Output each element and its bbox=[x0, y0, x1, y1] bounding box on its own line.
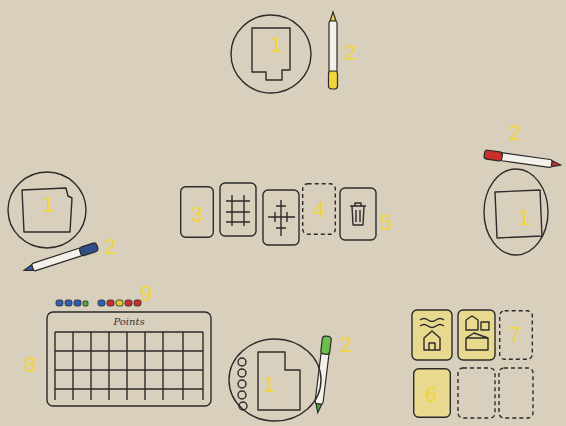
card bbox=[340, 188, 376, 240]
board-heading: Points bbox=[47, 316, 211, 328]
callout-number: 1 bbox=[263, 374, 275, 396]
card-slot: 7 bbox=[499, 310, 533, 360]
card-pattern bbox=[268, 200, 295, 236]
card-deck: 3 bbox=[180, 186, 214, 238]
marker-pen bbox=[23, 242, 99, 274]
callout-number: 2 bbox=[104, 236, 116, 258]
player-board-outline bbox=[22, 188, 72, 232]
callout-number: 3 bbox=[191, 204, 203, 226]
callout-number: 4 bbox=[313, 199, 325, 221]
player-area: 1 bbox=[228, 338, 322, 422]
card-deck: 6 bbox=[413, 368, 451, 418]
house-icon bbox=[420, 319, 444, 351]
card-pattern bbox=[226, 195, 250, 226]
player-area: 1 bbox=[230, 14, 312, 94]
callout-number: 2 bbox=[340, 334, 352, 356]
callout-number: 5 bbox=[380, 212, 392, 234]
player-dots bbox=[238, 358, 247, 410]
trash-icon bbox=[350, 203, 366, 225]
player-board-outline bbox=[495, 190, 542, 238]
callout-number: 2 bbox=[509, 122, 521, 144]
callout-number: 1 bbox=[270, 34, 282, 56]
player-board-outline bbox=[252, 28, 290, 80]
score-board bbox=[47, 312, 211, 406]
score-board-title: Points bbox=[47, 312, 211, 334]
card bbox=[220, 183, 256, 236]
player-board-outline bbox=[258, 352, 300, 410]
card bbox=[412, 310, 452, 360]
player-circle bbox=[483, 168, 549, 256]
player-area: 1 bbox=[483, 168, 549, 256]
callout-number: 1 bbox=[42, 194, 54, 216]
callout-number: 1 bbox=[518, 207, 530, 229]
empty-slot bbox=[458, 368, 495, 418]
card bbox=[458, 310, 495, 360]
empty-slot bbox=[499, 368, 533, 418]
card-slot: 4 bbox=[302, 183, 336, 235]
player-area: 1 bbox=[7, 171, 87, 249]
tokens bbox=[56, 300, 141, 306]
marker-pen bbox=[484, 150, 562, 170]
card bbox=[263, 190, 299, 245]
marker-pen bbox=[313, 336, 331, 414]
score-grid bbox=[55, 332, 203, 400]
callout-number: 9 bbox=[140, 283, 152, 305]
callout-number: 7 bbox=[509, 324, 521, 346]
callout-number: 2 bbox=[344, 42, 356, 64]
callout-number: 8 bbox=[24, 354, 36, 376]
callout-number: 6 bbox=[425, 384, 437, 406]
box-icon bbox=[466, 316, 489, 350]
marker-pen bbox=[329, 12, 338, 89]
